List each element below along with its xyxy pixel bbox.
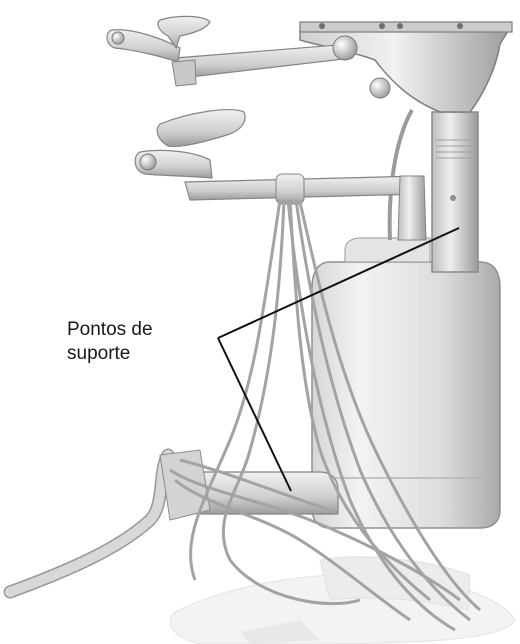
callout-label-line1: Pontos de [67,318,217,342]
lower-arm [135,110,426,240]
vertical-post [432,112,478,272]
cuspidor-bowl [300,22,512,112]
callout-label: Pontos de suporte [67,318,217,366]
callout-label-line2: suporte [67,342,217,366]
suction-hose [10,455,168,592]
